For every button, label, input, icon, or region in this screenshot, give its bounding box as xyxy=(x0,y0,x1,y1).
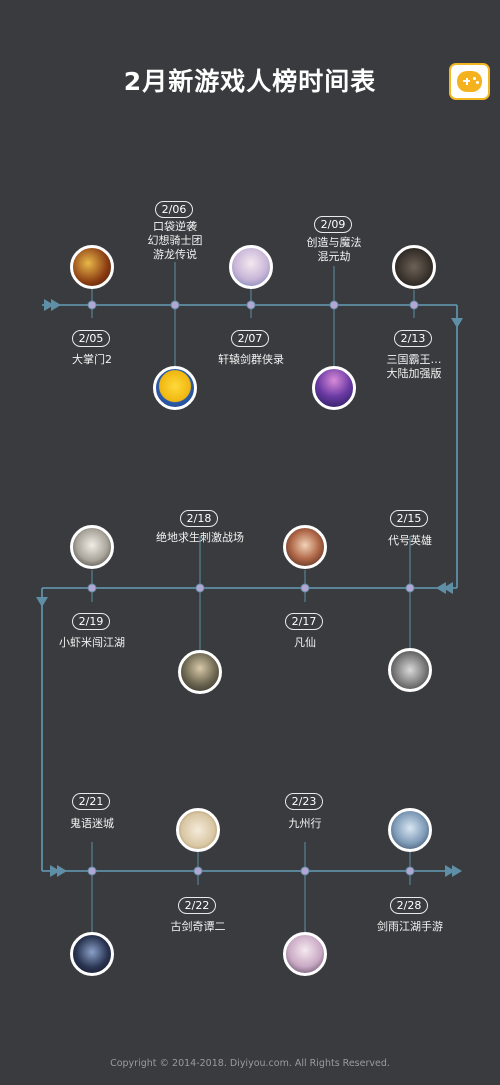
game-icon-dazhangmen[interactable] xyxy=(70,245,114,289)
event-label: 三国霸王…大陆加强版 xyxy=(386,353,442,380)
event-date: 2/13 xyxy=(394,330,432,347)
event-label: 小虾米闯江湖 xyxy=(59,636,125,649)
event-label: 剑雨江湖手游 xyxy=(377,920,443,933)
event-label: 大掌门2 xyxy=(72,353,112,366)
event-date: 2/15 xyxy=(390,510,428,527)
event-date: 2/07 xyxy=(231,330,269,347)
event-label: 轩辕剑群侠录 xyxy=(218,353,284,366)
event-date: 2/22 xyxy=(178,897,216,914)
event-date: 2/21 xyxy=(72,793,110,810)
gamepad-icon xyxy=(457,71,482,92)
page-title: 2月新游戏人榜时间表 xyxy=(123,67,377,96)
event-date: 2/05 xyxy=(72,330,110,347)
copyright-footer: Copyright © 2014-2018. Diyiyou.com. All … xyxy=(110,1058,390,1069)
event-date: 2/18 xyxy=(180,510,218,527)
event-label: 古剑奇谭二 xyxy=(170,920,226,933)
game-icon-xuanyuan[interactable] xyxy=(229,245,273,289)
event-label: 鬼语迷城 xyxy=(70,817,114,830)
game-icon-fanxian[interactable] xyxy=(283,525,327,569)
event-label: 口袋逆袭幻想骑士团游龙传说 xyxy=(147,220,203,261)
game-icon-sanguo[interactable] xyxy=(392,245,436,289)
event-date: 2/09 xyxy=(314,216,352,233)
game-icon-xiaoxiami[interactable] xyxy=(70,525,114,569)
event-label: 九州行 xyxy=(288,817,322,830)
event-date: 2/06 xyxy=(155,201,193,218)
game-icon-chuangzao[interactable] xyxy=(312,366,356,410)
app-logo xyxy=(449,63,490,100)
game-icon-jiuzhouxing[interactable] xyxy=(283,932,327,976)
event-label: 代号英雄 xyxy=(388,534,432,547)
event-label: 创造与魔法混元劫 xyxy=(306,236,362,263)
event-date: 2/19 xyxy=(72,613,110,630)
event-label: 凡仙 xyxy=(294,636,316,649)
game-icon-pubg[interactable] xyxy=(178,650,222,694)
game-icon-gujian[interactable] xyxy=(176,808,220,852)
game-icon-pikachu[interactable] xyxy=(153,366,197,410)
game-icon-daihaoyingxiong[interactable] xyxy=(388,648,432,692)
event-date: 2/17 xyxy=(285,613,323,630)
game-icon-guiyu[interactable] xyxy=(70,932,114,976)
event-date: 2/28 xyxy=(390,897,428,914)
game-icon-jianyu[interactable] xyxy=(388,808,432,852)
event-label: 绝地求生刺激战场 xyxy=(156,531,244,544)
event-date: 2/23 xyxy=(285,793,323,810)
